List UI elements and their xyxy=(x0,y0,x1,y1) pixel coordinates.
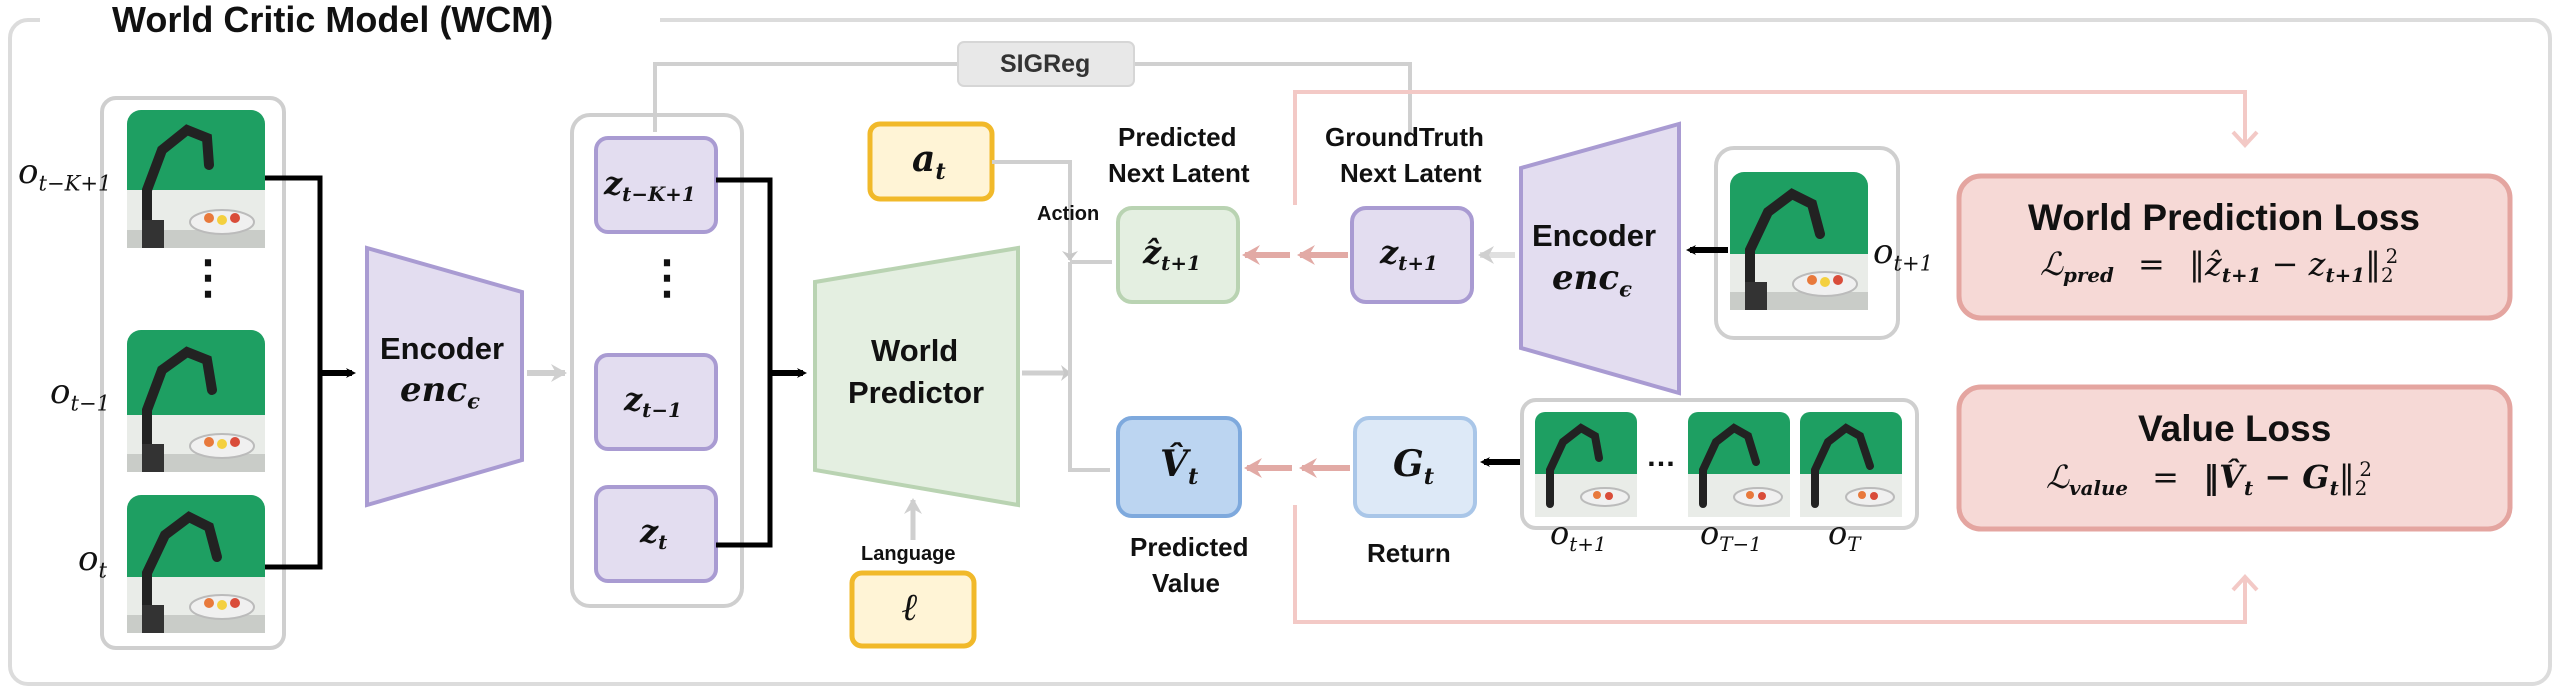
pink-line-top xyxy=(1293,90,2259,205)
loss-pred-box xyxy=(1956,173,2513,321)
encoder-right xyxy=(1519,121,1681,396)
world-predictor xyxy=(813,245,1020,508)
pred-value-caption1: Predicted xyxy=(1130,532,1249,562)
latent-bracket xyxy=(716,177,773,548)
robot-image-traj-2 xyxy=(1688,412,1790,517)
return-caption: Return xyxy=(1367,538,1451,568)
loss-pred-title: World Prediction Loss xyxy=(2028,197,2420,238)
predictor-line2: Predictor xyxy=(848,375,985,410)
return-sym: Gt xyxy=(1393,443,1435,490)
obs-label-bottom: ot xyxy=(78,539,107,583)
loss-value-formula: ℒvalue = ‖V̂t − Gt‖22 xyxy=(2046,458,2372,500)
trajectory-frame xyxy=(1520,398,1919,530)
pred-latent-caption2: Next Latent xyxy=(1108,158,1250,188)
loss-value-box xyxy=(1956,384,2513,532)
split-line xyxy=(1068,262,1110,472)
obs-dots: ⋮ xyxy=(185,251,231,303)
encoder-left-label: Encoder xyxy=(380,331,505,366)
robot-image-top xyxy=(127,110,265,248)
sigreg-label: SIGReg xyxy=(1000,50,1091,78)
latent-dots: ⋮ xyxy=(644,251,690,303)
action-label: Action xyxy=(1037,203,1100,225)
latent-box-top xyxy=(594,136,718,234)
traj-ellipsis: … xyxy=(1646,440,1676,473)
traj-label-3: oT xyxy=(1828,514,1861,556)
loss-value-title: Value Loss xyxy=(2138,408,2332,449)
robot-image-next xyxy=(1730,172,1868,310)
pink-line-bottom xyxy=(1293,505,2259,624)
traj-label-2: oT−1 xyxy=(1700,514,1762,556)
pred-value-box xyxy=(1116,416,1242,518)
pred-value-sym: V̂t xyxy=(1160,443,1199,490)
robot-image-middle xyxy=(127,330,265,472)
pred-latent-box xyxy=(1116,206,1240,304)
sigreg-box xyxy=(957,41,1135,87)
pred-latent-caption1: Predicted xyxy=(1118,122,1237,152)
language-box xyxy=(849,570,977,649)
gt-latent-box xyxy=(1350,206,1474,304)
latent-top-label: zt−K+1 xyxy=(604,164,696,206)
traj-label-1: ot+1 xyxy=(1550,514,1607,556)
return-box xyxy=(1353,416,1477,518)
encoder-left-sym: encϵ xyxy=(400,370,480,414)
obs-label-middle: ot−1 xyxy=(50,372,111,416)
encoder-left xyxy=(365,245,524,508)
pred-latent-sym: ẑt+1 xyxy=(1143,233,1201,275)
obs-next-frame xyxy=(1714,146,1900,340)
action-sym: at xyxy=(912,138,946,185)
gt-latent-caption2: Next Latent xyxy=(1340,158,1482,188)
language-label: Language xyxy=(861,543,956,565)
predictor-line1: World xyxy=(871,333,959,368)
pred-value-caption2: Value xyxy=(1152,568,1220,598)
robot-image-traj-3 xyxy=(1800,412,1902,517)
obs-next-label: ot+1 xyxy=(1873,232,1934,276)
encoder-right-sym: encϵ xyxy=(1552,258,1632,302)
input-bracket xyxy=(265,175,323,570)
robot-image-bottom xyxy=(127,495,265,633)
language-sym: ℓ xyxy=(902,584,919,629)
input-frame xyxy=(100,96,286,650)
latent-frame xyxy=(570,113,744,608)
action-line xyxy=(992,160,1078,261)
encoder-right-label: Encoder xyxy=(1532,218,1657,253)
latent-bottom-label: zt xyxy=(640,512,668,554)
latent-box-bottom xyxy=(594,485,718,583)
gt-latent-caption1: GroundTruth xyxy=(1325,122,1484,152)
loss-pred-formula: ℒpred = ‖ẑt+1 − zt+1‖22 xyxy=(2040,245,2399,287)
robot-image-traj-1 xyxy=(1535,412,1637,517)
diagram-title: World Critic Model (WCM) xyxy=(112,0,554,40)
latent-middle-label: zt−1 xyxy=(624,380,682,422)
gt-latent-sym: zt+1 xyxy=(1380,233,1438,275)
latent-box-middle xyxy=(594,353,718,451)
outer-frame xyxy=(8,18,2552,686)
obs-label-top: ot−K+1 xyxy=(18,152,112,196)
